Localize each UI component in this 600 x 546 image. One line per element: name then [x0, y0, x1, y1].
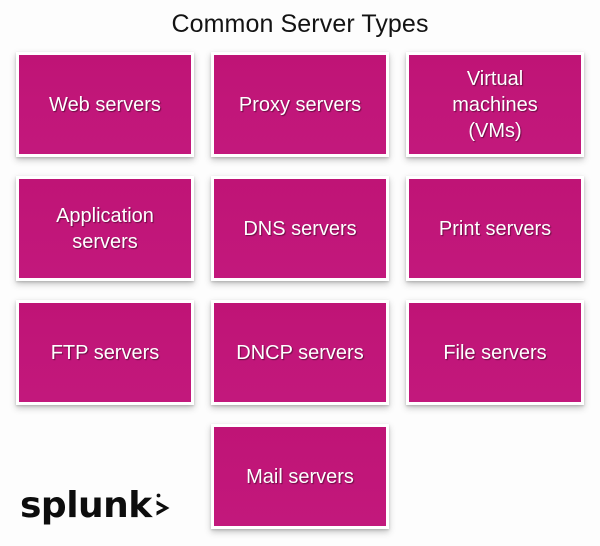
card-dncp-servers[interactable]: DNCP servers — [211, 300, 389, 405]
card-mail-servers[interactable]: Mail servers — [211, 424, 389, 529]
card-web-servers[interactable]: Web servers — [16, 52, 194, 157]
chevron-right-icon — [154, 491, 174, 517]
splunk-logo-wordmark: splunk — [20, 485, 152, 526]
card-label: DNS servers — [243, 217, 357, 240]
card-proxy-servers[interactable]: Proxy servers — [211, 52, 389, 157]
card-label: Print servers — [438, 217, 552, 240]
card-virtual-machines[interactable]: Virtual machines (VMs) — [406, 52, 584, 157]
card-label: Proxy servers — [238, 93, 362, 116]
card-label: Web servers — [49, 93, 161, 116]
card-file-servers[interactable]: File servers — [406, 300, 584, 405]
card-label: Mail servers — [246, 465, 354, 488]
card-print-servers[interactable]: Print servers — [406, 176, 584, 281]
card-label: Application servers — [56, 204, 154, 253]
card-label: FTP servers — [50, 341, 160, 364]
card-dns-servers[interactable]: DNS servers — [211, 176, 389, 281]
card-ftp-servers[interactable]: FTP servers — [16, 300, 194, 405]
splunk-logo: splunk — [20, 488, 174, 524]
card-label: File servers — [443, 341, 547, 364]
card-application-servers[interactable]: Application servers — [16, 176, 194, 281]
card-label: Virtual machines (VMs) — [452, 67, 538, 142]
card-label: DNCP servers — [236, 341, 364, 364]
page-title: Common Server Types — [171, 10, 429, 38]
